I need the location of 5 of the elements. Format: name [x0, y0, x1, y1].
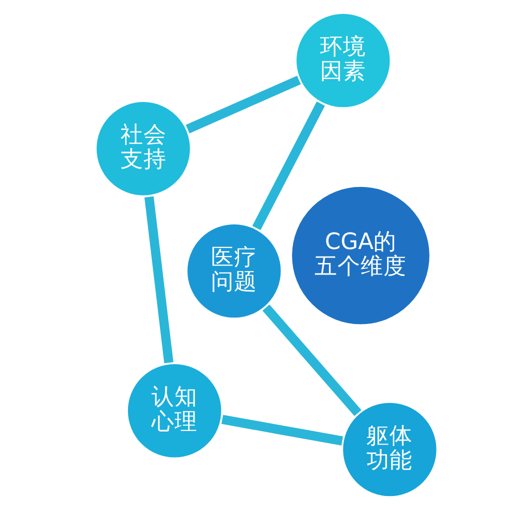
- connector: [144, 196, 173, 364]
- connector: [220, 414, 343, 446]
- connector: [185, 76, 300, 134]
- connector: [252, 101, 324, 230]
- connector: [262, 304, 361, 416]
